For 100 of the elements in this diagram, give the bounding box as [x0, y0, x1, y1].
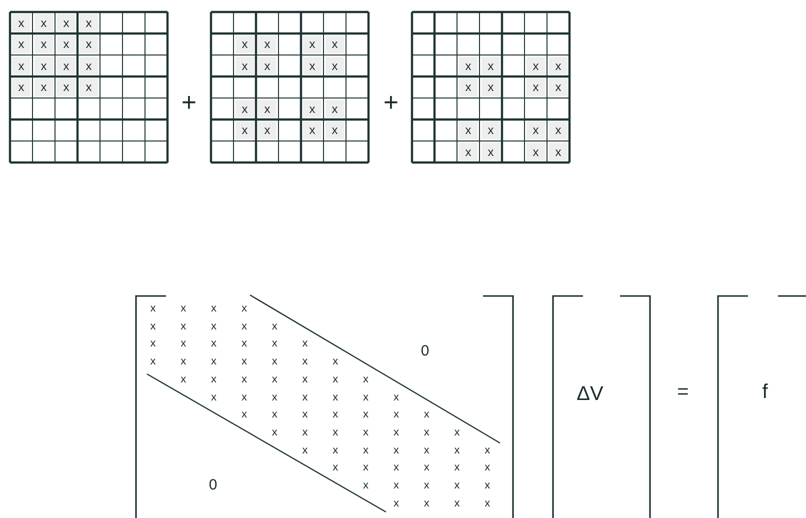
matrix-entry: x	[332, 427, 338, 438]
matrix-entry: x	[484, 445, 490, 456]
matrix-entry: x	[363, 480, 369, 492]
plus-sign: +	[383, 89, 399, 115]
matrix-entry: x	[302, 392, 308, 403]
matrix-entry: x	[332, 445, 338, 456]
matrix-entry: x	[18, 38, 24, 50]
matrix-entry: x	[424, 462, 430, 474]
matrix-entry: x	[180, 338, 186, 350]
matrix-entry: x	[272, 427, 278, 438]
matrix-entry: x	[454, 498, 460, 510]
matrix-entry: x	[363, 427, 369, 438]
matrix-entry: x	[393, 445, 399, 456]
matrix-entry: x	[40, 38, 47, 50]
matrix-entry: x	[63, 16, 70, 29]
matrix-entry: x	[241, 338, 247, 350]
matrix-entry: x	[454, 480, 460, 492]
matrix-entry: x	[555, 60, 562, 72]
matrix-entry: x	[454, 445, 460, 456]
matrix-entry: x	[180, 374, 186, 386]
vector-label: f	[762, 382, 768, 402]
matrix-entry: x	[63, 38, 70, 50]
matrix-entry: x	[332, 392, 338, 403]
vector-label: ΔV	[576, 384, 604, 404]
matrix-entry: x	[302, 410, 308, 421]
matrix-entry: x	[393, 480, 399, 492]
matrix-entry: x	[465, 146, 472, 158]
matrix-entry: x	[488, 81, 494, 94]
matrix-entry: x	[241, 356, 247, 368]
matrix-entry: x	[180, 304, 186, 314]
matrix-entry: x	[309, 60, 316, 72]
matrix-entry: x	[18, 16, 24, 29]
matrix-entry: x	[150, 356, 156, 368]
matrix-entry: x	[40, 60, 47, 72]
matrix-entry: x	[424, 480, 430, 492]
matrix-entry: x	[393, 410, 399, 421]
zero-entry: 0	[208, 478, 218, 492]
matrix-entry: x	[484, 462, 490, 474]
matrix-entry: x	[332, 38, 338, 50]
matrix-entry: x	[532, 81, 539, 94]
matrix-entry: x	[555, 146, 562, 158]
matrix-entry: x	[424, 445, 430, 456]
matrix-entry: x	[302, 374, 308, 386]
matrix-entry: x	[272, 338, 278, 350]
matrix-entry: x	[63, 60, 70, 72]
matrix-entry: x	[272, 321, 278, 332]
matrix-entry: x	[18, 81, 24, 94]
matrix-entry: x	[86, 16, 92, 29]
matrix-entry: x	[241, 392, 247, 403]
matrix-entry: x	[363, 374, 369, 386]
matrix-entry: x	[63, 81, 70, 94]
matrix-entry: x	[393, 498, 399, 510]
matrix-entry: x	[241, 410, 247, 421]
matrix-entry: x	[332, 374, 338, 386]
matrix-entry: x	[241, 374, 247, 386]
matrix-entry: x	[332, 462, 338, 474]
matrix-entry: x	[264, 124, 270, 136]
matrix-entry: x	[393, 427, 399, 438]
matrix-entry: x	[309, 38, 316, 50]
matrix-entry: x	[242, 38, 248, 50]
matrix-entry: x	[150, 304, 156, 314]
matrix-entry: x	[454, 427, 460, 438]
matrix-entry: x	[555, 81, 562, 94]
matrix-entry: x	[272, 374, 278, 386]
matrix-entry: x	[332, 410, 338, 421]
matrix-entry: x	[393, 392, 399, 403]
matrix-entry: x	[264, 102, 270, 115]
matrix-entry: x	[363, 462, 369, 474]
equals-sign: =	[677, 382, 689, 402]
matrix-entry: x	[484, 480, 490, 492]
matrix-entry: x	[211, 304, 217, 314]
matrix-entry: x	[211, 374, 217, 386]
matrix-entry: x	[242, 60, 248, 72]
matrix-entry: x	[532, 60, 539, 72]
matrix-entry: x	[211, 338, 217, 350]
matrix-entry: x	[86, 81, 92, 94]
matrix-entry: x	[465, 124, 472, 136]
matrix-entry: x	[302, 338, 308, 350]
matrix-entry: x	[363, 392, 369, 403]
matrix-entry: x	[18, 60, 24, 72]
matrix-entry: x	[363, 410, 369, 421]
matrix-entry: x	[424, 498, 430, 510]
matrix-entry: x	[302, 427, 308, 438]
matrix-entry: x	[302, 445, 308, 456]
matrix-entry: x	[40, 16, 47, 29]
matrix-entry: x	[86, 60, 92, 72]
matrix-entry: x	[484, 498, 490, 510]
matrix-entry: x	[272, 392, 278, 403]
matrix-entry: x	[150, 321, 156, 332]
matrix-entry: x	[40, 81, 47, 94]
matrix-entry: x	[532, 124, 539, 136]
matrix-entry: x	[454, 462, 460, 474]
matrix-entry: x	[272, 410, 278, 421]
matrix-entry: x	[242, 124, 248, 136]
matrix-entry: x	[272, 356, 278, 368]
matrix-entry: x	[332, 102, 338, 115]
matrix-entry: x	[393, 462, 399, 474]
matrix-entry: x	[150, 338, 156, 350]
matrix-entry: x	[363, 445, 369, 456]
matrix-entry: x	[465, 81, 472, 94]
